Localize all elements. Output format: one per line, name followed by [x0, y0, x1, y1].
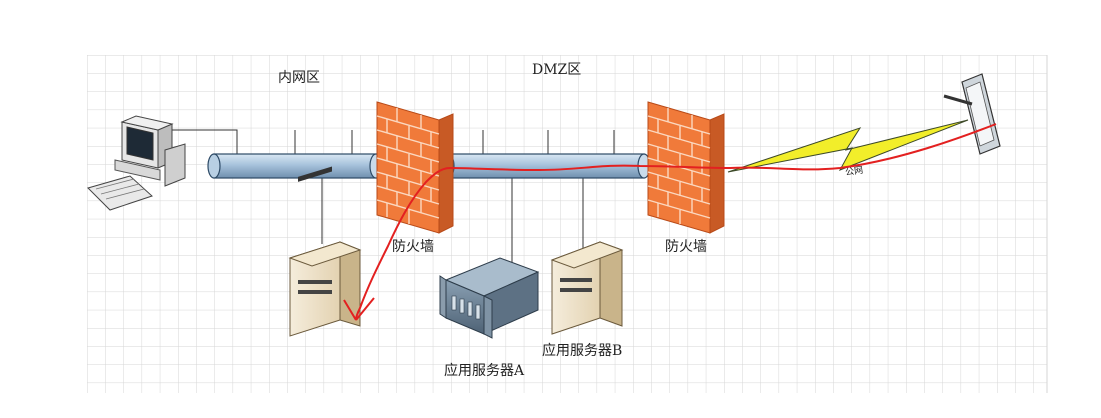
tower-server-icon: [288, 166, 362, 337]
network-pipe-intranet: [207, 153, 383, 179]
zone-label-dmz: DMZ区: [532, 62, 582, 78]
cables: [172, 129, 615, 262]
firewall-brick-icon: [376, 101, 454, 234]
lightning-link-icon: [727, 119, 969, 173]
rack-server-icon: [439, 257, 540, 339]
app-server-b-label: 应用服务器B: [542, 343, 623, 359]
grid-background: [87, 55, 1047, 393]
firewall-inner-label: 防火墙: [392, 239, 434, 255]
desktop-computer-icon: [87, 115, 186, 211]
tablet-device-icon: [943, 73, 1001, 155]
arrow-head-annotation: [343, 297, 375, 321]
traffic-path-annotation: [355, 123, 997, 321]
tower-server-icon: [550, 241, 624, 335]
firewall-outer-label: 防火墙: [665, 239, 707, 255]
zone-label-intranet: 内网区: [278, 70, 320, 86]
app-server-a-label: 应用服务器A: [444, 363, 525, 379]
public-net-label: 公网: [844, 165, 864, 179]
